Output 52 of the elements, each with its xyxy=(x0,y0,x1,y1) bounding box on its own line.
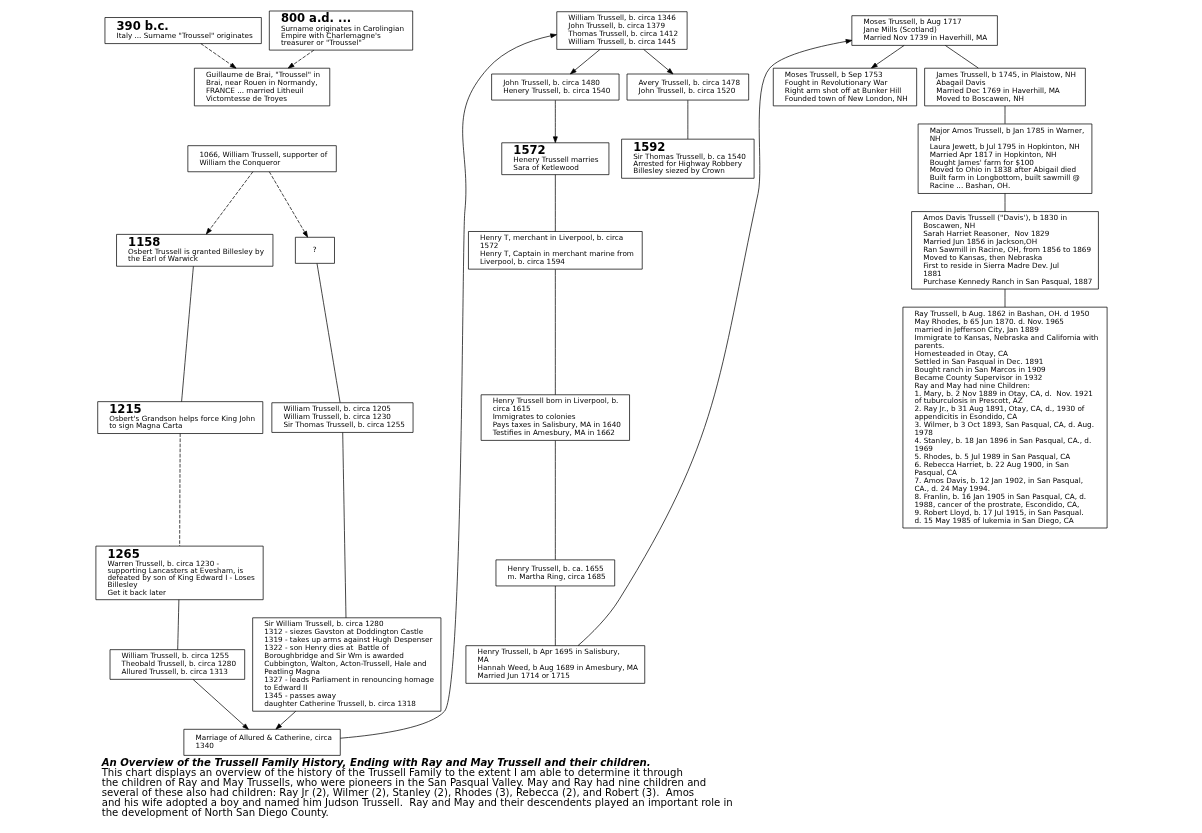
connector xyxy=(554,174,556,232)
node-box: Amos Davis Trussell ("Davis'), b 1830 in Boscawen, NH Sarah Harriet Reasoner, Nov 1829 Married Jun 1856 in Jackson,OH Ran Sawmill in Racine, OH, from 1856 to 1869 Moved to Kansas, then Nebraska First to reside in Sierra Madre Dev. Jul 1881 Purchase Kennedy Ranch in San Pasqual, 1887 xyxy=(910,211,1099,290)
node-box: Major Amos Trussell, b Jan 1785 in Warner, NH Laura Jewett, b Jul 1795 in Hopkinton, NH Married Apr 1817 in Hopkinton, NH Bought James' farm for $100 Moved to Ohio in 1838 after Abigail died Built farm in Longbottom, built sawmill @ Racine ... Bashan, OH. xyxy=(917,123,1092,194)
arrow xyxy=(577,39,852,646)
arrow xyxy=(192,679,249,730)
node-box: William Trussell, b. circa 1205 William Trussell, b. circa 1230 Sir Thomas Trussell, b. circa 1255 xyxy=(271,402,413,433)
connector xyxy=(178,433,181,547)
node-box: Henry Trussell, b Apr 1695 in Salisbury, MA Hannah Weed, b Aug 1689 in Amesbury, MA Married Jun 1714 or 1715 xyxy=(465,645,645,684)
connector xyxy=(180,265,194,402)
node-box: 1158 Osbert Trussell is granted Billesley by the Earl of Warwick xyxy=(115,234,273,267)
connector xyxy=(554,269,556,396)
arrow xyxy=(275,710,296,730)
arrow xyxy=(569,49,600,75)
node-box: Guillaume de Brai, "Troussel" in Brai, near Rouen in Normandy, FRANCE ... married Litheuil Victomtesse de Troyes xyxy=(193,67,330,107)
connector xyxy=(554,585,556,647)
node-box: Ray Trussell, b Aug. 1862 in Bashan, OH. d 1950 May Rhodes, b 65 Jun 1870. d. Nov. 1965 married in Jefferson City, Jan 1889 Immigrate to Kansas, Nebraska and California with parents. Homesteaded in Otay, CA Settled in San Pasqual in Dec. 1891 Bought ranch in San Marcos in 1909 Became County Supervisor in 1932 Ray and May had nine Children: 1. Mary, b. 2 Nov 1889 in Otay, CA, d. Nov. 1921 of tuburculosis in Prescott, AZ 2. Ray Jr., b 31 Aug 1891, Otay, CA, d., 1930 of appendicitis in Esondido, CA 3. Wilmer, b 3 Oct 1893, San Pasqual, CA, d. Aug. 1978 4. Stanley, b. 18 Jan 1896 in San Pasqual, CA., d. 1969 5. Rhodes, b. 5 Jul 1989 in San Pasqual, CA 6. Rebecca Harriet, b. 22 Aug 1900, in San Pasqual, CA 7. Amos Davis, b. 12 Jan 1902, in San Pasqual, CA., d. 24 May 1994. 8. Franlin, b. 16 Jan 1905 in San Pasqual, CA, d. 1988, cancer of the prostrate, Escondido, CA, 9. Robert Lloyd, b. 17 Jul 1915, in San Pasqual. d. 15 May 1985 of lukemia in San Diego, CA xyxy=(902,306,1107,529)
connector xyxy=(316,263,340,403)
connector xyxy=(341,432,346,619)
node-box: Henry Trussell born in Liverpool, b. circa 1615 Immigrates to colonies Pays taxes in Salisbury, MA in 1640 Testifies in Amesbury, MA in 1662 xyxy=(480,394,630,441)
connector xyxy=(1004,193,1005,212)
arrow xyxy=(287,49,314,69)
node-box: 1265 Warren Trussell, b. circa 1230 - supporting Lancasters at Evesham, is defeated by son of King Edward I - Loses Billesley Get it back later xyxy=(95,545,264,601)
connector xyxy=(944,45,979,69)
node-box: 1572 Henery Trussell marries Sara of Ketlewood xyxy=(500,142,609,175)
node-box: William Trussell, b. circa 1346 John Trussell, b. circa 1379 Thomas Trussell, b. circa 1412 William Trussell, b. circa 1445 xyxy=(555,11,687,50)
arrow xyxy=(200,43,236,69)
connector xyxy=(554,440,556,561)
node-box: Henry T, merchant in Liverpool, b. circa 1572 Henry T, Captain in merchant marine from Liverpool, b. circa 1594 xyxy=(467,231,643,270)
arrow xyxy=(268,171,308,238)
node-box: Sir William Trussell, b. circa 1280 1312 - siezes Gavston at Doddington Castle 1319 - takes up arms against Hugh Despenser 1322 - son Henry dies at Battle of Boroughbridge and Sir Wm is awarded Cubbington, Walton, Acton-Trussell, Hale and Peatling Magna 1327 - leads Parliament in renouncing homage to Edward II 1345 - passes away daughter Catherine Trussell, b. circa 1318 xyxy=(251,617,441,712)
arrow xyxy=(339,33,557,739)
node-box: Moses Trussell, b Aug 1717 Jane Mills (Scotland) Married Nov 1739 in Haverhill, MA xyxy=(851,15,998,46)
diagram-title: An Overview of the Trussell Family History, Ending with Ray and May Trussell and their children. xyxy=(101,756,651,768)
node-box: James Trussell, b 1745, in Plaistow, NH Abagail Davis Married Dec 1769 in Haverhill, MA Moved to Boscawen, NH xyxy=(923,67,1086,107)
node-box: John Trussell, b. circa 1480 Henery Trussell, b. circa 1540 xyxy=(490,73,619,101)
node-box: 390 b.c. Italy ... Surname "Troussel" originates xyxy=(104,17,262,44)
node-box: 800 a.d. ... Surname originates in Carolingian Empire with Charlemagne's treasurer or "Troussel" xyxy=(268,10,413,51)
arrow xyxy=(870,45,904,69)
arrow xyxy=(552,99,558,143)
arrow xyxy=(642,49,673,75)
caption: This chart displays an overview of the history of the Trussell Family to the extent I am able to determine it through the children of Ray and May Trussells, who were pioneers in the San Pasqual Valley. May and Ray had nine children and several of these also had children: Ray Jr (2), Wilmer (2), Stanley (2), Rhodes (3), Rebecca (2), and Robert (3). Amos and his wife adopted a boy and named him Judson Trussell. Ray and May and their descendents played an important role in the development of North San Diego County. xyxy=(101,766,733,819)
node-box: 1215 Osbert's Grandson helps force King John to sign Magna Carta xyxy=(96,401,263,434)
node-box: ? xyxy=(294,236,335,264)
node-box: Moses Trussell, b Sep 1753 Fought in Revolutionary War Right arm shot off at Bunker Hill Founded town of New London, NH xyxy=(772,67,917,107)
node-box: Marriage of Allured & Catherine, circa 1340 xyxy=(183,728,341,756)
connector xyxy=(176,599,179,650)
node-box: Henry Trussell, b. ca. 1655 m. Martha Ring, circa 1685 xyxy=(495,559,615,587)
node-box: 1066, William Trussell, supporter of William the Conqueror xyxy=(187,145,337,173)
node-box: 1592 Sir Thomas Trussell, b. ca 1540 Arrested for Highway Robbery Billesley siezed by Crown xyxy=(620,138,754,179)
arrow xyxy=(205,171,253,235)
node-box: Avery Trussell, b. circa 1478 John Trussell, b. circa 1520 xyxy=(626,73,749,101)
node-box: William Trussell, b. circa 1255 Theobald Trussell, b. circa 1280 Allured Trussell, b. circa 1313 xyxy=(109,649,245,680)
